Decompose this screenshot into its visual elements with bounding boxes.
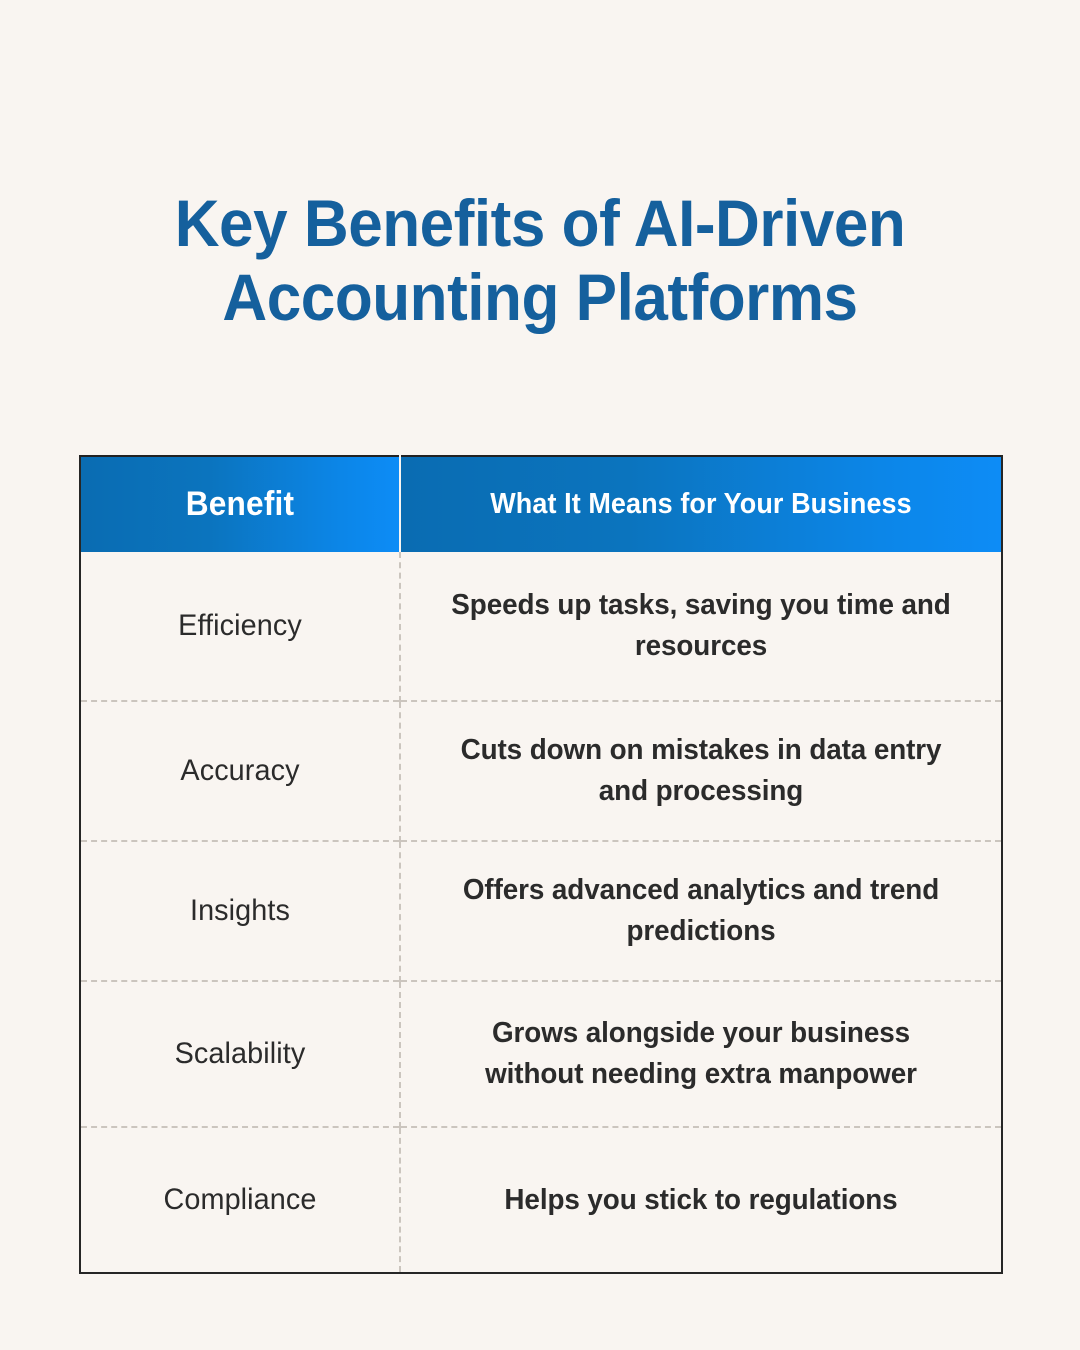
benefits-table-wrapper: Benefit What It Means for Your Business … xyxy=(79,455,1003,1274)
table-row: Compliance Helps you stick to regulation… xyxy=(80,1126,1002,1273)
cell-benefit-text: Insights xyxy=(189,894,291,927)
table-row: Accuracy Cuts down on mistakes in data e… xyxy=(80,700,1002,841)
cell-benefit-text: Efficiency xyxy=(178,609,302,642)
cell-meaning: Offers advanced analytics and trend pred… xyxy=(400,840,1002,981)
cell-meaning-text: Speeds up tasks, saving you time and res… xyxy=(451,589,951,662)
cell-meaning: Speeds up tasks, saving you time and res… xyxy=(400,552,1002,701)
title-block: Key Benefits of AI-Driven Accounting Pla… xyxy=(0,186,1080,334)
table-row: Insights Offers advanced analytics and t… xyxy=(80,840,1002,981)
cell-meaning: Cuts down on mistakes in data entry and … xyxy=(400,700,1002,841)
benefits-table: Benefit What It Means for Your Business … xyxy=(79,455,1003,1274)
cell-meaning-text: Offers advanced analytics and trend pred… xyxy=(462,874,940,947)
table-row: Efficiency Speeds up tasks, saving you t… xyxy=(80,552,1002,701)
table-row: Scalability Grows alongside your busines… xyxy=(80,980,1002,1127)
cell-meaning-text: Grows alongside your business without ne… xyxy=(485,1017,917,1090)
cell-benefit: Efficiency xyxy=(80,552,401,701)
column-header-benefit-label: Benefit xyxy=(185,485,295,523)
cell-benefit: Compliance xyxy=(80,1126,401,1273)
page-title: Key Benefits of AI-Driven Accounting Pla… xyxy=(174,186,906,334)
column-header-meaning-label: What It Means for Your Business xyxy=(490,488,912,520)
cell-meaning-text: Helps you stick to regulations xyxy=(504,1183,898,1216)
cell-benefit: Scalability xyxy=(80,980,401,1127)
cell-benefit-text: Compliance xyxy=(163,1183,317,1216)
cell-meaning-text: Cuts down on mistakes in data entry and … xyxy=(460,734,942,807)
cell-benefit: Accuracy xyxy=(80,700,401,841)
cell-benefit-text: Accuracy xyxy=(180,754,300,787)
cell-meaning: Grows alongside your business without ne… xyxy=(400,980,1002,1127)
column-header-meaning: What It Means for Your Business xyxy=(400,456,1002,552)
cell-benefit-text: Scalability xyxy=(174,1037,306,1070)
table-header: Benefit What It Means for Your Business xyxy=(80,456,1002,552)
cell-meaning: Helps you stick to regulations xyxy=(400,1126,1002,1273)
table-header-row: Benefit What It Means for Your Business xyxy=(80,456,1002,552)
table-body: Efficiency Speeds up tasks, saving you t… xyxy=(80,552,1002,1273)
column-header-benefit: Benefit xyxy=(80,456,401,552)
cell-benefit: Insights xyxy=(80,840,401,981)
